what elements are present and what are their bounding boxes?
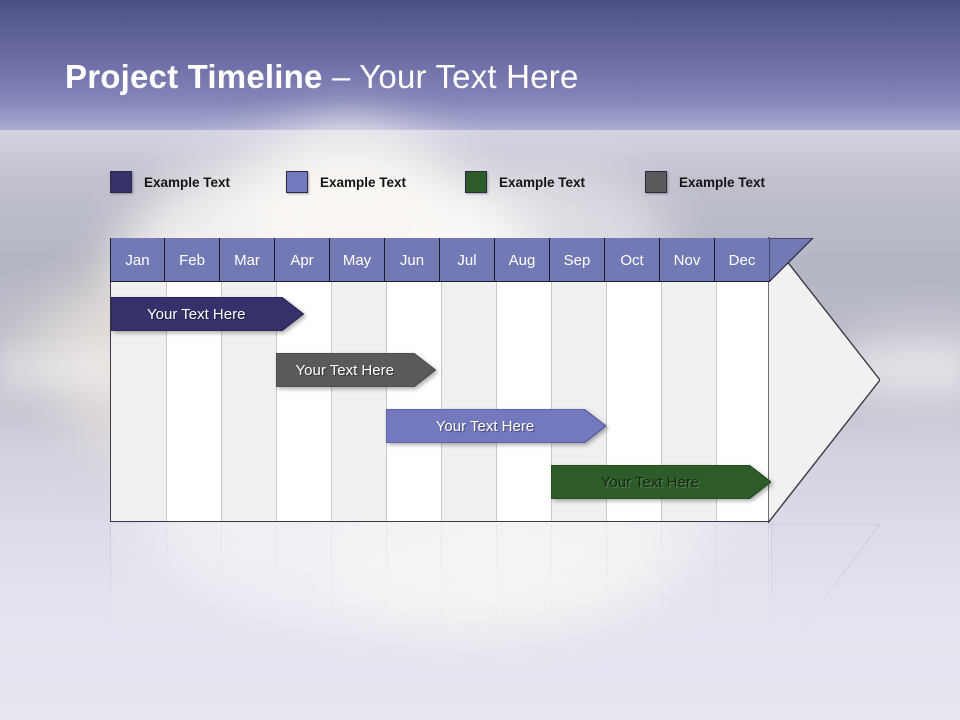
reflection-divider: [276, 524, 277, 674]
timeline-bar-1[interactable]: Your Text Here: [111, 297, 304, 331]
column-divider: [496, 239, 497, 521]
column-divider: [441, 239, 442, 521]
legend-gray-swatch-icon: [645, 171, 667, 193]
column-divider: [661, 239, 662, 521]
legend-item-label: Example Text: [144, 174, 231, 190]
header-arrow-corner: [768, 237, 825, 284]
reflection-divider: [331, 524, 332, 674]
timeline-arrow-head: [768, 237, 880, 523]
column-divider: [716, 239, 717, 521]
timeline-bar-3[interactable]: Your Text Here: [386, 409, 606, 443]
reflection-divider: [441, 524, 442, 674]
page-title-separator: –: [322, 58, 360, 95]
reflection-divider: [551, 524, 552, 674]
column-divider: [166, 239, 167, 521]
timeline-bar-shape: [386, 409, 606, 443]
month-header-may[interactable]: May: [330, 238, 385, 282]
timeline-bar-4[interactable]: Your Text Here: [551, 465, 771, 499]
month-header-dec[interactable]: Dec: [715, 238, 770, 282]
legend: Example Text Example Text Example Text Exam…: [110, 167, 850, 197]
month-header-feb[interactable]: Feb: [165, 238, 220, 282]
month-header-sep[interactable]: Sep: [550, 238, 605, 282]
legend-item[interactable]: Example Text: [645, 167, 765, 197]
column-divider: [221, 239, 222, 521]
legend-item[interactable]: Example Text: [110, 167, 230, 197]
reflection-divider: [496, 524, 497, 674]
month-header-aug[interactable]: Aug: [495, 238, 550, 282]
reflection-divider: [386, 524, 387, 674]
page-title-light: Your Text Here: [359, 58, 579, 95]
column-divider: [606, 239, 607, 521]
page-title: Project Timeline – Your Text Here: [65, 58, 579, 96]
column-divider: [551, 239, 552, 521]
month-header-nov[interactable]: Nov: [660, 238, 715, 282]
reflection-arrow: [767, 524, 880, 674]
month-header-jul[interactable]: Jul: [440, 238, 495, 282]
legend-item-label: Example Text: [679, 174, 766, 190]
reflection-divider: [606, 524, 607, 674]
month-header-jun[interactable]: Jun: [385, 238, 440, 282]
month-header-mar[interactable]: Mar: [220, 238, 275, 282]
reflection-divider: [661, 524, 662, 674]
month-column: [441, 239, 496, 521]
page-title-bold: Project Timeline: [65, 58, 323, 95]
timeline-bar-2[interactable]: Your Text Here: [276, 353, 436, 387]
reflection-divider: [166, 524, 167, 674]
header-baseline: [110, 281, 770, 282]
reflection-divider: [221, 524, 222, 674]
timeline-bar-shape: [111, 297, 304, 331]
legend-periwinkle-swatch-icon: [286, 171, 308, 193]
reflection-divider: [716, 524, 717, 674]
month-column: [111, 239, 166, 521]
legend-green-swatch-icon: [465, 171, 487, 193]
reflection-body: [110, 524, 772, 674]
month-column: [221, 239, 276, 521]
legend-item-label: Example Text: [499, 174, 586, 190]
month-header-apr[interactable]: Apr: [275, 238, 330, 282]
month-header-oct[interactable]: Oct: [605, 238, 660, 282]
legend-item[interactable]: Example Text: [286, 167, 406, 197]
chart-reflection: [110, 524, 880, 674]
reflection-edge: [110, 524, 770, 525]
legend-item-label: Example Text: [320, 174, 407, 190]
timeline-bar-shape: [551, 465, 771, 499]
timeline-bar-shape: [276, 353, 436, 387]
legend-navy-swatch-icon: [110, 171, 132, 193]
month-header-jan[interactable]: Jan: [110, 238, 165, 282]
legend-item[interactable]: Example Text: [465, 167, 585, 197]
